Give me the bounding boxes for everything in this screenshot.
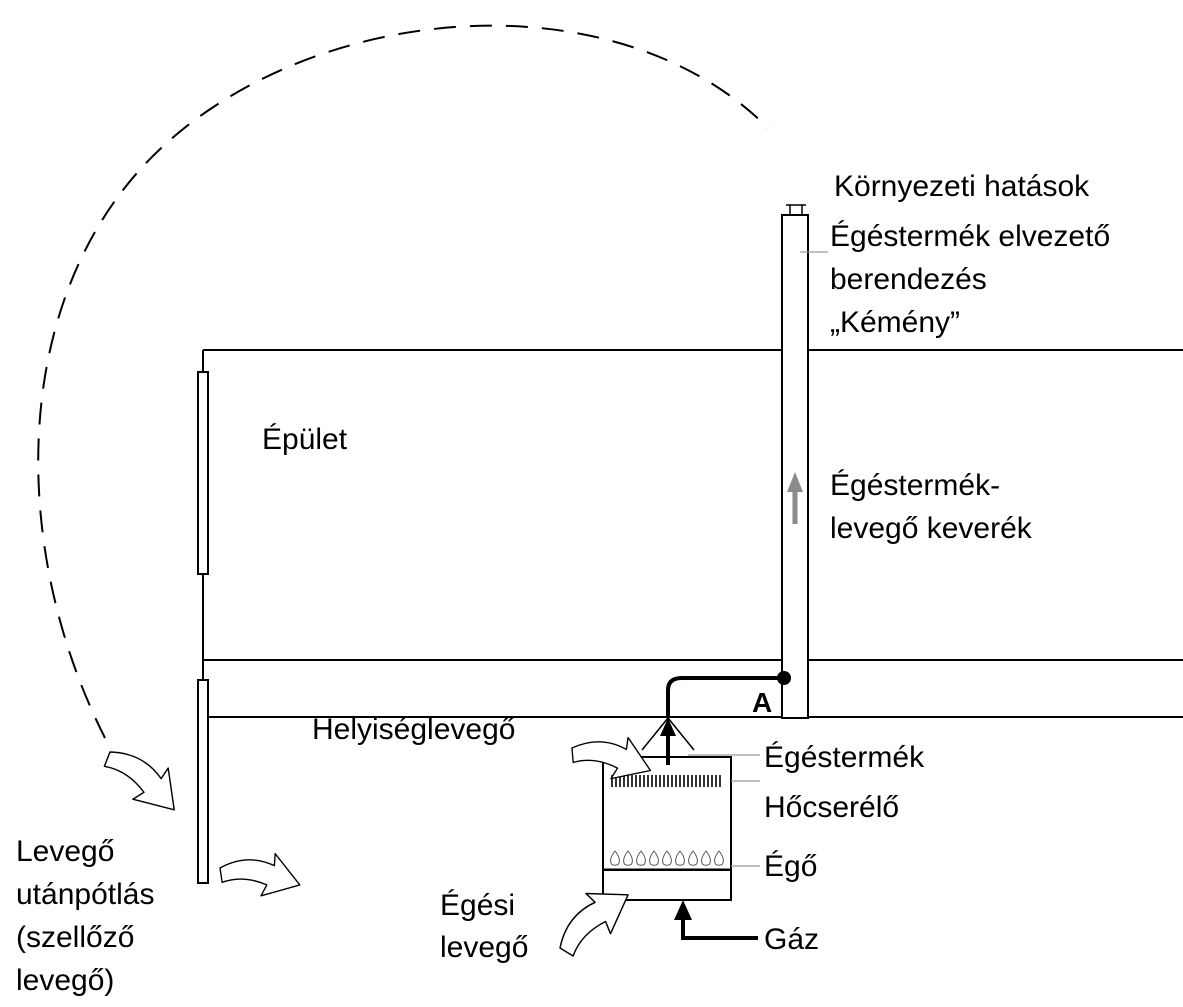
point-a-dot	[777, 671, 791, 685]
label-mixture-2: levegő keverék	[830, 512, 1033, 545]
label-combustion-air-1: Égési	[440, 889, 515, 922]
label-point-a: A	[752, 687, 772, 718]
label-burner: Égő	[764, 850, 817, 883]
label-chimney-1: Égéstermék elvezető	[830, 220, 1110, 253]
draft-hood	[641, 717, 695, 751]
label-chimney-2: berendezés	[830, 263, 987, 296]
label-makeup-1: Levegő	[16, 835, 114, 868]
flue-gas-arrow-icon	[660, 718, 676, 765]
window-lower	[197, 679, 209, 884]
label-combustion-air-2: levegő	[440, 931, 528, 964]
label-room-air: Helyiséglevegő	[312, 713, 515, 746]
leader-lines	[688, 251, 828, 867]
air-circulation-dashed-arc	[37, 24, 769, 739]
label-heat-exchanger: Hőcserélő	[764, 791, 899, 824]
label-mixture-1: Égéstermék-	[830, 469, 1000, 502]
label-environment: Környezeti hatások	[834, 170, 1090, 203]
gas-supply-arrow-icon	[674, 900, 758, 940]
label-chimney-3: „Kémény”	[830, 306, 960, 339]
flue-pipe	[666, 676, 784, 718]
building-outline	[202, 349, 1183, 718]
window-upper	[197, 371, 209, 575]
makeup-air-arrow-outside-icon	[96, 731, 193, 826]
makeup-air-arrow-inside-icon	[215, 842, 306, 904]
burner-flames	[610, 850, 724, 866]
label-gas: Gáz	[764, 923, 819, 956]
label-makeup-3: (szellőző	[16, 921, 134, 954]
label-makeup-4: levegő)	[16, 964, 114, 997]
chimney	[781, 204, 809, 719]
label-makeup-2: utánpótlás	[16, 878, 154, 911]
label-building: Épület	[262, 423, 348, 456]
label-flue-gas: Égéstermék	[764, 741, 925, 774]
mixture-flow-arrow-icon	[787, 472, 803, 524]
